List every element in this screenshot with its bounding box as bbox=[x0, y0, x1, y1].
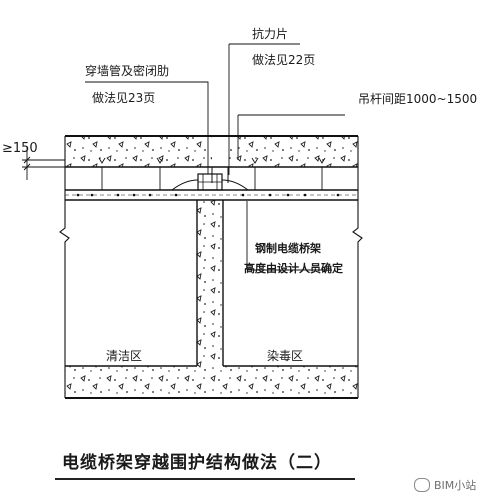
contaminated-zone-label: 染毒区 bbox=[267, 349, 304, 363]
leader-lines bbox=[85, 43, 345, 271]
cable-tray bbox=[65, 173, 358, 201]
dimension-150 bbox=[22, 146, 65, 180]
watermark-text: BIM小站 bbox=[434, 479, 477, 492]
watermark: BIM小站 bbox=[414, 477, 476, 493]
lower-slab bbox=[65, 365, 358, 399]
pullout-label-line1: 抗力片 bbox=[252, 27, 289, 41]
chat-bubble-icon bbox=[414, 478, 430, 492]
drawing-title: 电缆桥架穿越围护结构做法（二） bbox=[62, 453, 332, 473]
clean-zone-label: 清洁区 bbox=[106, 349, 143, 363]
wall-pipe-label-line2: 做法见23页 bbox=[92, 91, 156, 105]
break-lines bbox=[59, 136, 363, 398]
dimension-label: ≥150 bbox=[2, 141, 38, 156]
wall-pipe-label-line1: 穿墙管及密闭肋 bbox=[85, 64, 170, 78]
title-underline bbox=[55, 478, 355, 480]
hanger-spacing-label: 吊杆间距1000~1500 bbox=[358, 92, 478, 106]
tray-label-line1: 钢制电缆桥架 bbox=[255, 242, 321, 255]
partition-wall bbox=[196, 167, 229, 366]
upper-slab bbox=[65, 135, 358, 168]
pullout-label-line2: 做法见22页 bbox=[252, 53, 316, 67]
hanger-rods bbox=[98, 157, 326, 190]
tray-label-line2: 高度由设计人员确定 bbox=[244, 262, 343, 275]
